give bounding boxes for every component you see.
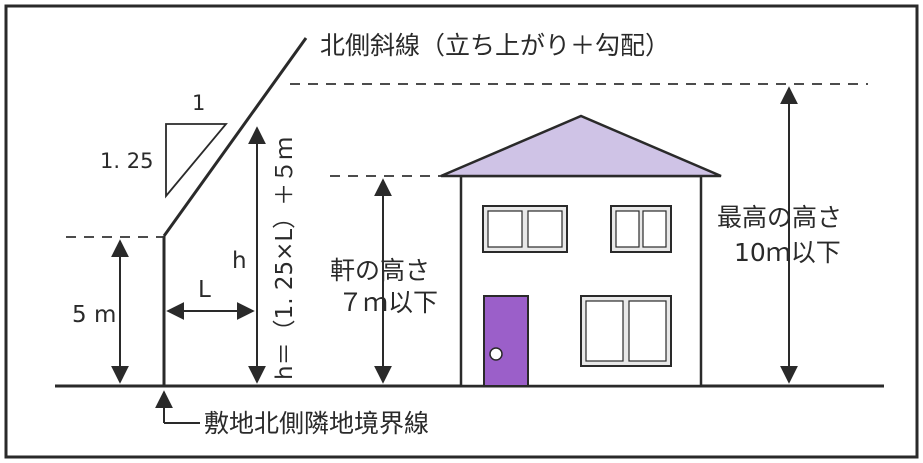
house xyxy=(440,114,722,388)
eave-height-title: 軒の高さ xyxy=(330,256,430,285)
slope-run-label: 1. 25 xyxy=(100,149,153,173)
door-knob xyxy=(489,347,503,361)
north-slope-label: 北側斜線（立ち上がり＋勾配） xyxy=(320,31,670,60)
height-formula-label: h＝（1. 25×L）＋５ｍ xyxy=(272,137,298,380)
h-label: h xyxy=(232,248,247,274)
slope-rise-label: 1 xyxy=(192,91,205,115)
max-height-limit: 10ｍ以下 xyxy=(734,238,841,267)
max-height-title: 最高の高さ xyxy=(717,203,842,232)
five-m-label: 5 m xyxy=(72,302,116,328)
frame xyxy=(4,4,919,459)
eave-height-limit: ７ｍ以下 xyxy=(338,288,438,317)
L-label: L xyxy=(198,277,211,303)
house-roof xyxy=(440,114,722,178)
window-upper-right xyxy=(610,205,672,253)
door xyxy=(483,295,529,387)
window-upper-left xyxy=(482,205,568,253)
window-lower-right xyxy=(580,295,672,367)
slope-triangle xyxy=(165,123,228,199)
slope-line xyxy=(162,37,308,237)
boundary-line-label: 敷地北側隣地境界線 xyxy=(204,409,429,438)
